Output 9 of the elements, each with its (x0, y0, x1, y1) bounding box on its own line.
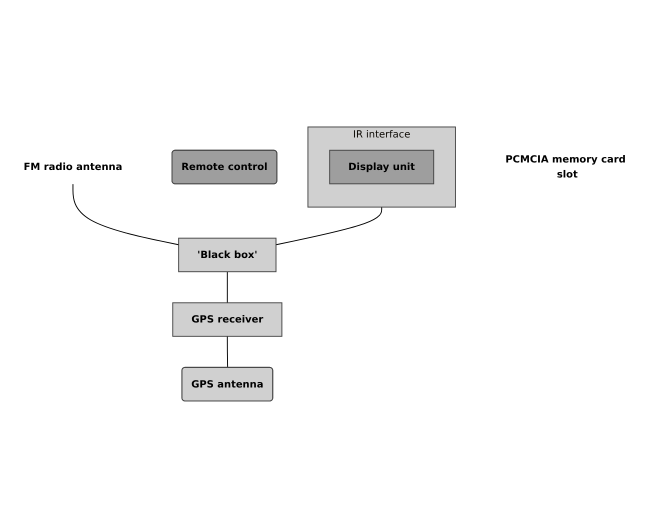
node-text: FM radio antenna (24, 160, 122, 172)
node-box: Display unit (329, 149, 434, 184)
node-box: 'Black box' (178, 237, 276, 272)
connector (226, 335, 228, 368)
connector (226, 270, 228, 303)
node-box: GPS receiver (172, 302, 282, 336)
node-text: PCMCIA memory card slot (505, 152, 626, 180)
connector (276, 206, 382, 245)
connector (72, 182, 180, 245)
